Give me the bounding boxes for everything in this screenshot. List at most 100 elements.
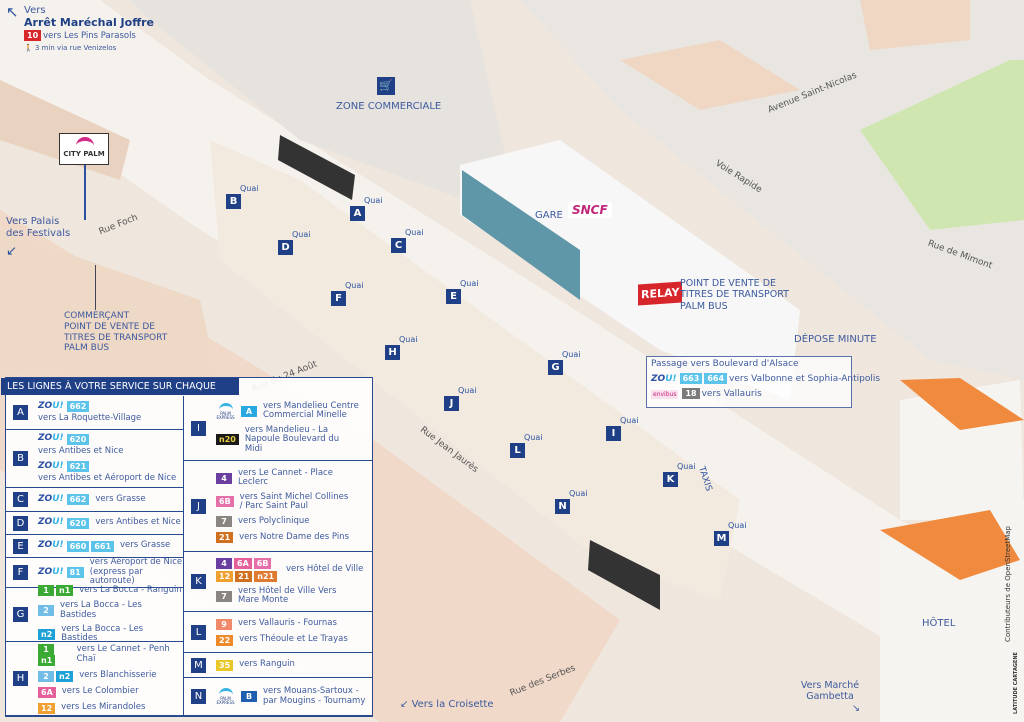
bus-platforms <box>210 140 740 600</box>
quai-label: Quai <box>292 230 311 239</box>
zou-logo: ZOU! <box>38 460 64 471</box>
destination-text: vers Saint Michel Collines / Parc Saint … <box>239 491 349 511</box>
quai-label: Quai <box>240 184 259 193</box>
quai-letter: L <box>510 443 525 458</box>
quai-letter: F <box>13 565 28 580</box>
destination-text: vers Mandelieu - La Napoule Boulevard du… <box>244 424 340 454</box>
envibus-logo: envibus <box>651 390 679 399</box>
quai-label: Quai <box>524 433 543 442</box>
rail-tracks <box>520 0 1024 380</box>
destination-text: vers Mandelieu Centre Commercial Minelle <box>263 401 359 421</box>
quai-label: Quai <box>677 462 696 471</box>
line-badge: 1 <box>38 585 54 597</box>
destination-text: vers La Bocca - Les Bastides <box>61 624 144 644</box>
quai-label: Quai <box>364 196 383 205</box>
line-badge: 664 <box>704 373 728 384</box>
quai-letter: G <box>13 607 28 622</box>
destination-text: vers La Roquette-Village <box>38 413 142 424</box>
line-badge: 2 <box>38 670 54 682</box>
park <box>860 60 1024 230</box>
quai-label: Quai <box>460 279 479 288</box>
legend-entry: 22 vers Théoule et Le Trayas <box>216 634 348 646</box>
line-badge: n1 <box>56 585 74 597</box>
destination-text: vers La Bocca - Les Bastides <box>60 600 142 620</box>
line-badge: 6A <box>38 686 56 698</box>
destination-text: vers Antibes et Nice <box>95 517 181 528</box>
destination-text: vers Hôtel de Ville Vers Mare Monte <box>238 585 337 605</box>
zou-logo: ZOU! <box>38 517 64 528</box>
quai-letter: I <box>606 426 621 441</box>
line-badge: n1 <box>38 654 56 666</box>
line-badge: A <box>241 405 257 417</box>
destination-text: vers Théoule et Le Trayas <box>239 634 348 645</box>
quai-label: Quai <box>458 386 477 395</box>
line-badge: 9 <box>216 618 232 630</box>
commercial-building <box>130 0 520 220</box>
line-badge: 4 <box>216 472 232 484</box>
passage-envibus-text: vers Vallauris <box>701 389 762 399</box>
arrow-southwest-icon: ↙ <box>400 699 409 710</box>
relay-line: TITRES DE TRANSPORT <box>680 289 789 301</box>
croisette-label: ↙ Vers la Croisette <box>400 699 494 711</box>
line-badge: 12 <box>216 570 234 582</box>
bus <box>278 135 355 200</box>
quai-letter: K <box>191 574 206 589</box>
city-palm-logo: CITY PALM <box>59 133 109 165</box>
zou-logo: ZOU! <box>38 540 64 551</box>
quai-label: Quai <box>405 228 424 237</box>
gambetta-label: Vers Marché Gambetta↘ <box>800 680 860 714</box>
arrow-southeast-icon: ↘ <box>852 702 860 714</box>
quai-letter: D <box>13 515 28 531</box>
latitude-cartagene-logo: LATITUDE CARTAGENE <box>1012 652 1019 714</box>
lines-legend: LES LIGNES À VOTRE SERVICE SUR CHAQUE QU… <box>1 377 373 717</box>
quai-label: Quai <box>345 281 364 290</box>
line-badge: 621 <box>66 461 90 472</box>
gambetta-text: Vers Marché Gambetta <box>800 680 860 703</box>
line-badge: 21 <box>216 532 234 544</box>
line-badge: 22 <box>216 634 234 646</box>
line-badge: 7 <box>216 516 232 528</box>
quai-letter: M <box>714 531 729 546</box>
line-badge: 662 <box>66 494 90 505</box>
destination-text: vers Vallauris - Fournas <box>238 618 337 629</box>
quai-label: Quai <box>562 350 581 359</box>
quai-letter: C <box>13 492 28 507</box>
zou-logo: ZOU! <box>38 400 64 411</box>
passage-title: Passage vers Boulevard d'Alsace <box>651 359 799 369</box>
line-10-text: vers Les Pins Parasols <box>43 31 136 41</box>
line-badge: 1 <box>38 643 54 655</box>
